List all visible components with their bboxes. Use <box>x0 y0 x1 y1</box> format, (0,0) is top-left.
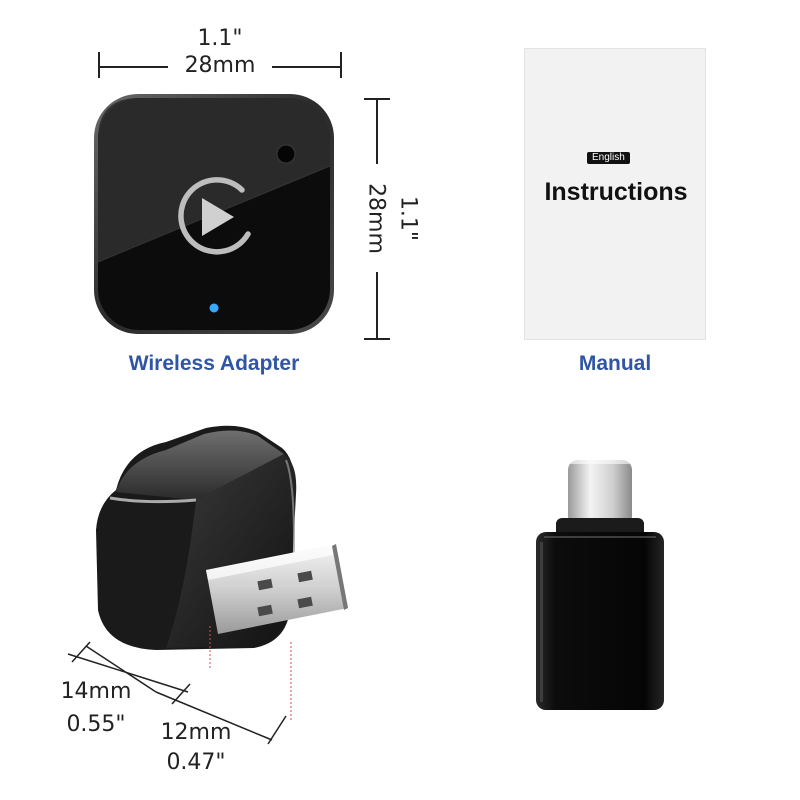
width-dim-inches: 1.1" <box>197 26 243 51</box>
width-dim-tick-left <box>98 52 100 78</box>
manual-caption: Manual <box>578 352 652 375</box>
usb-c-adapter-icon <box>536 460 664 710</box>
height-dim-mm: 28mm <box>363 183 389 254</box>
height-dim-line-bottom <box>376 272 378 339</box>
usb-a-plug-icon <box>96 425 348 720</box>
wireless-adapter-front <box>94 94 334 334</box>
height-dim-inches: 1.1" <box>395 195 421 242</box>
usb-depth-mm: 14mm <box>60 679 132 704</box>
manual-title: Instructions <box>544 178 688 206</box>
play-icon <box>178 177 251 255</box>
manual-booklet: English Instructions <box>524 48 706 340</box>
usb-depth-inches: 0.55" <box>66 712 126 737</box>
width-dim-mm: 28mm <box>184 53 256 78</box>
usb-dimension-lines <box>67 641 287 745</box>
width-dim-tick-right <box>340 52 342 78</box>
usb-plug-mm: 12mm <box>160 720 232 745</box>
height-dim-line-top <box>376 98 378 164</box>
width-dim-line-right <box>272 66 342 68</box>
usb-plug-inches: 0.47" <box>166 750 226 775</box>
width-dim-line-left <box>98 66 168 68</box>
wireless-adapter-caption: Wireless Adapter <box>128 352 300 375</box>
status-led-icon <box>209 303 219 313</box>
language-badge: English <box>587 152 630 164</box>
